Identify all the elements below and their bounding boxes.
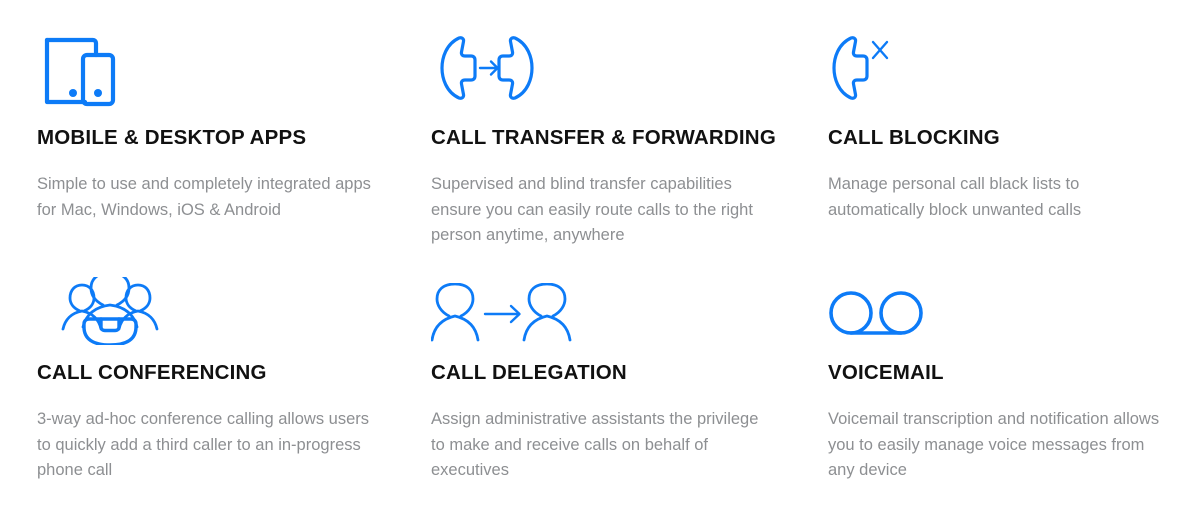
- feature-title: CALL CONFERENCING: [37, 361, 267, 384]
- call-transfer-handsets-arrow-icon: [440, 36, 534, 100]
- feature-card-call-transfer-forwarding: CALL TRANSFER & FORWARDING Supervised an…: [398, 12, 796, 267]
- feature-description: Supervised and blind transfer capabiliti…: [431, 175, 753, 244]
- feature-description: Manage personal call black lists to auto…: [828, 175, 1082, 219]
- feature-description: Voicemail transcription and notification…: [828, 410, 1160, 479]
- feature-title: CALL TRANSFER & FORWARDING: [431, 126, 776, 149]
- feature-icon-wrap: [37, 267, 374, 345]
- call-blocking-handset-x-icon: [832, 36, 889, 100]
- feature-card-call-blocking: CALL BLOCKING Manage personal call black…: [796, 12, 1188, 267]
- feature-card-call-conferencing: CALL CONFERENCING 3-way ad-hoc conferenc…: [0, 267, 398, 522]
- feature-title: VOICEMAIL: [828, 361, 944, 384]
- feature-card-voicemail: VOICEMAIL Voicemail transcription and no…: [796, 267, 1188, 522]
- mobile-desktop-devices-icon: [44, 37, 116, 107]
- call-delegation-persons-arrow-icon: [431, 283, 572, 342]
- feature-description: 3-way ad-hoc conference calling allows u…: [37, 410, 369, 479]
- feature-description: Simple to use and completely integrated …: [37, 175, 371, 219]
- feature-icon-wrap: [37, 12, 374, 108]
- voicemail-tape-reels-icon: [829, 291, 923, 335]
- feature-title: CALL DELEGATION: [431, 361, 627, 384]
- feature-description: Assign administrative assistants the pri…: [431, 410, 759, 479]
- feature-card-mobile-desktop-apps: MOBILE & DESKTOP APPS Simple to use and …: [0, 12, 398, 267]
- feature-title: CALL BLOCKING: [828, 126, 1000, 149]
- feature-icon-wrap: [828, 267, 1164, 345]
- feature-icon-wrap: [828, 12, 1164, 108]
- feature-icon-wrap: [431, 12, 772, 108]
- call-conferencing-group-handset-icon: [61, 277, 159, 345]
- feature-icon-wrap: [431, 267, 772, 345]
- feature-title: MOBILE & DESKTOP APPS: [37, 126, 307, 149]
- feature-card-call-delegation: CALL DELEGATION Assign administrative as…: [398, 267, 796, 522]
